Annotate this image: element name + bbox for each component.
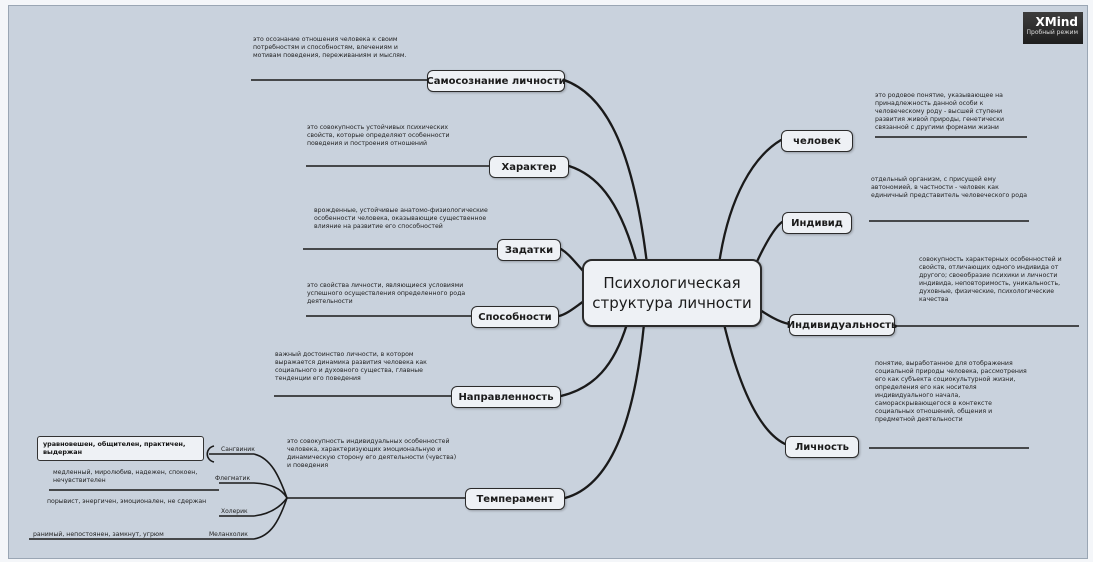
temperament-desc-melanholik: ранимый, непостоянен, замкнут, угрюм (33, 531, 164, 538)
topic-zadatki[interactable]: Задатки (497, 239, 561, 261)
temperament-type-holerik[interactable]: Холерик (221, 508, 248, 515)
note-temperament: это совокупность индивидуальных особенно… (287, 438, 457, 470)
note-individualnost: совокупность характерных особенностей и … (919, 256, 1062, 304)
temperament-desc-flegmatik: медленный, миролюбив, надежен, спокоен, … (53, 469, 198, 485)
note-samosoznanie: это осознание отношения человека к своим… (253, 36, 407, 60)
topic-napravlennost[interactable]: Направленность (451, 386, 561, 408)
topic-individ[interactable]: Индивид (782, 212, 852, 234)
connector-temperament (563, 322, 646, 500)
note-harakter: это совокупность устойчивых психических … (307, 124, 450, 148)
connector-lichnost (722, 322, 787, 446)
topic-chelovek[interactable]: человек (781, 130, 853, 152)
branch-connectors (29, 78, 1079, 540)
badge-subtitle: Пробный режим (1026, 29, 1079, 36)
note-chelovek: это родовое понятие, указывающее на прин… (875, 92, 1004, 132)
temperament-desc-sangvinik: уравновешен, общителен, практичен, выдер… (37, 436, 204, 461)
note-zadatki: врожденные, устойчивые анатомо-физиологи… (314, 207, 488, 231)
badge-title: XMind (1035, 15, 1078, 29)
topic-samosoznanie[interactable]: Самосознание личности (426, 70, 566, 92)
note-lichnost: понятие, выработанное для отображения со… (875, 360, 1027, 424)
topic-lichnost[interactable]: Личность (785, 436, 859, 458)
connector-harakter (567, 164, 639, 266)
temperament-type-sangvinik[interactable]: Сангвиник (221, 446, 255, 453)
topic-sposobnosti[interactable]: Способности (471, 306, 559, 328)
central-topic[interactable]: Психологическая структура личности (582, 259, 762, 327)
topic-harakter[interactable]: Характер (489, 156, 569, 178)
connector-samosoznanie (562, 78, 649, 266)
note-individ: отдельный организм, с присущей ему автон… (871, 176, 1028, 200)
note-sposobnosti: это свойства личности, являющиеся услови… (307, 282, 466, 306)
connector-sposobnosti (557, 299, 586, 318)
topic-individualnost[interactable]: Индивидуальность (787, 314, 897, 336)
mindmap-canvas: Психологическая структура личности Самос… (8, 5, 1088, 559)
note-napravlennost: важный достоинство личности, в котором в… (275, 351, 427, 383)
topic-temperament[interactable]: Темперамент (465, 488, 565, 510)
connector-napravlennost (559, 322, 629, 398)
temperament-type-melanholik[interactable]: Меланхолик (209, 531, 248, 538)
connector-zadatki (559, 247, 586, 274)
temperament-desc-holerik: порывист, энергичен, эмоционален, не сде… (47, 498, 207, 505)
connector-chelovek (717, 138, 783, 266)
temperament-type-flegmatik[interactable]: Флегматик (215, 475, 251, 482)
xmind-trial-badge: XMind Пробный режим (1023, 12, 1083, 44)
